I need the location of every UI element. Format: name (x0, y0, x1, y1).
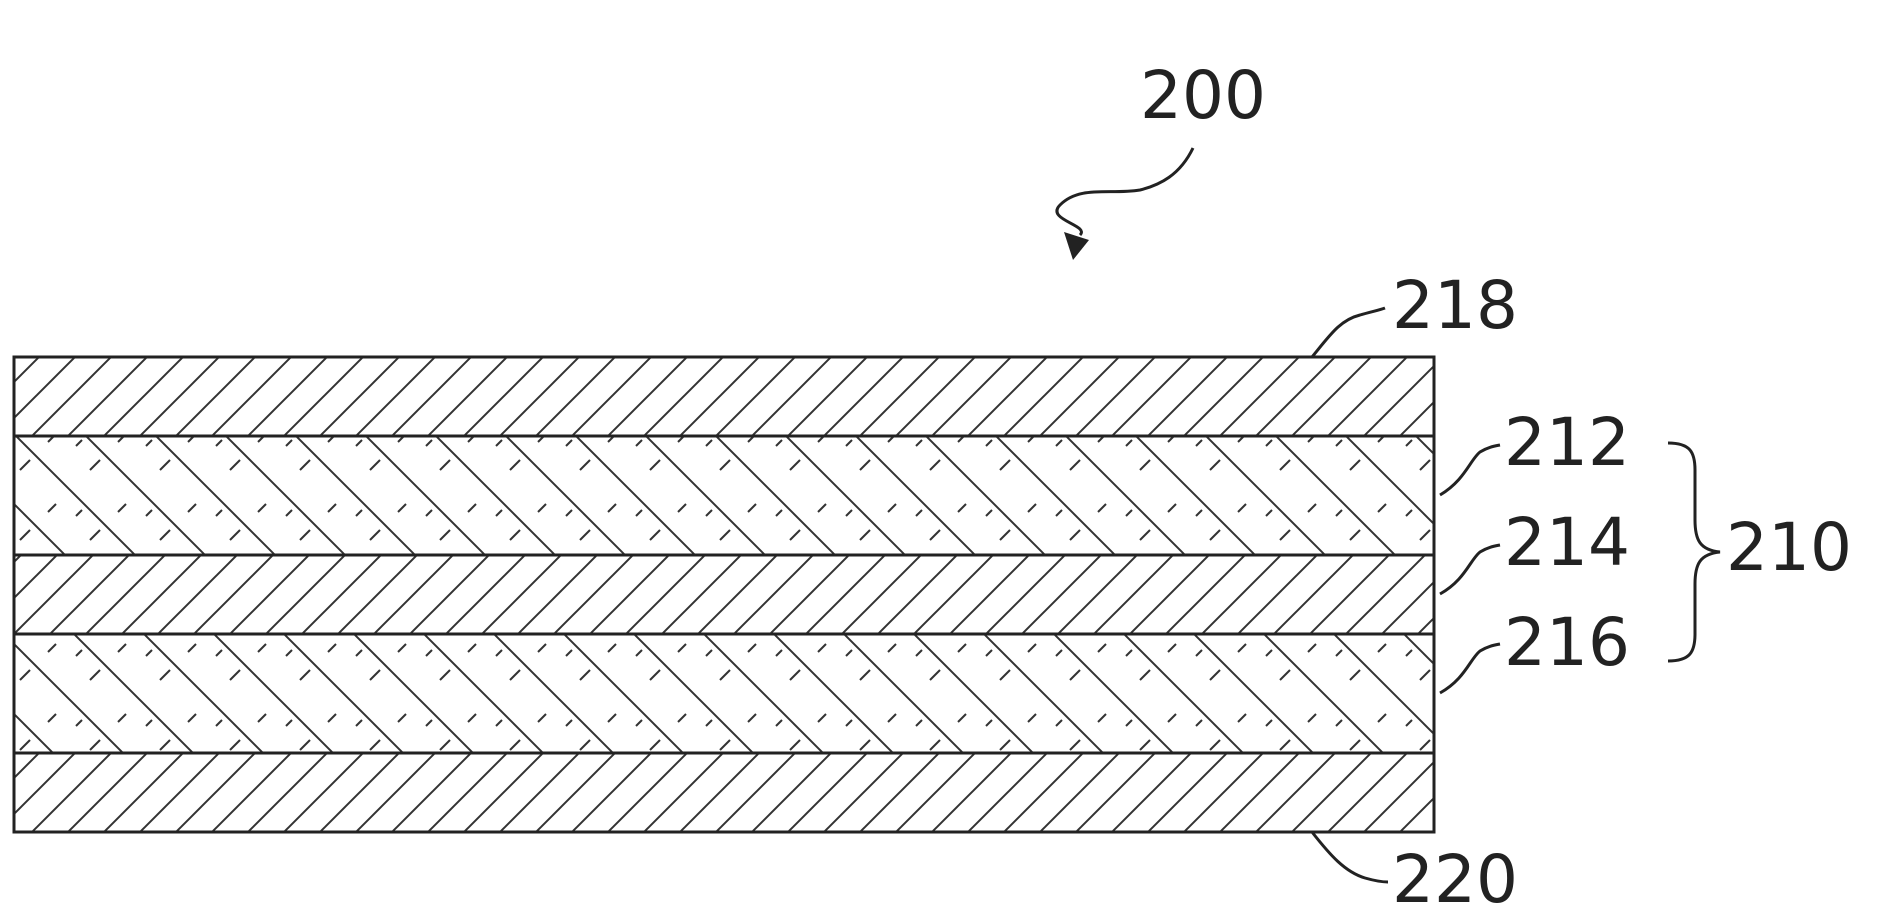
label-218: 218 (1392, 267, 1518, 344)
group-brace (1668, 443, 1720, 661)
layer-216 (14, 634, 1434, 753)
assembly-arrowhead (1064, 232, 1089, 260)
label-216: 216 (1504, 604, 1630, 681)
layer-220 (14, 753, 1434, 832)
label-220: 220 (1392, 841, 1518, 914)
leader-212 (1440, 445, 1500, 495)
leader-216 (1440, 644, 1500, 693)
layer-218 (14, 357, 1434, 436)
leader-218 (1312, 308, 1385, 357)
label-214: 214 (1504, 504, 1630, 581)
layer-stack (14, 357, 1434, 832)
layer-214 (14, 555, 1434, 634)
group-label: 210 (1726, 509, 1852, 586)
layer-212 (14, 436, 1434, 555)
leader-214 (1440, 545, 1500, 594)
label-212: 212 (1504, 404, 1630, 481)
assembly-leader-line (1057, 148, 1193, 235)
leader-220 (1312, 832, 1388, 882)
assembly-label: 200 (1140, 57, 1266, 134)
